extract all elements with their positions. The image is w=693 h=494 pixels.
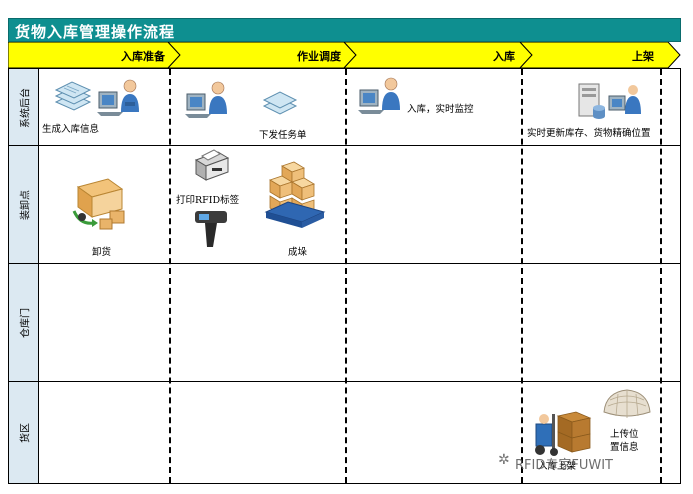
phase-chevron-4: [518, 41, 681, 69]
lane-divider: [9, 145, 680, 146]
forklift-icon: [535, 411, 592, 456]
lane-label-text: 系统后台: [20, 87, 31, 128]
phase-divider: [345, 69, 347, 483]
step-unload: 卸货: [92, 247, 112, 258]
operator-computer-icon: [97, 79, 139, 116]
task-sheet-icon: [262, 91, 298, 115]
lane-label-door: 仓库门: [9, 264, 39, 382]
watermark-text: RFID专家FUWIT: [515, 458, 613, 473]
phase-label-inbound: 入库: [493, 50, 515, 63]
phase-divider: [660, 69, 662, 483]
phase-label-prepare: 入库准备: [121, 50, 165, 63]
step-upload-position-line1: 上传位: [610, 429, 639, 440]
wechat-icon: ✲: [498, 452, 510, 468]
truck-unload-icon: [72, 178, 125, 230]
step-generate-info: 生成入库信息: [42, 124, 100, 135]
shelf-grid-icon: [603, 389, 651, 418]
phase-divider: [169, 69, 171, 483]
lane-label-text: 装卸点: [20, 190, 31, 220]
printer-icon: [194, 149, 230, 181]
lane-label-system: 系统后台: [9, 69, 39, 146]
phase-label-dispatch: 作业调度: [297, 50, 341, 63]
phase-bar: 入库准备 作业调度 入库 上架: [7, 41, 681, 69]
step-print-rfid: 打印RFID标签: [176, 195, 240, 206]
operator-computer-icon: [185, 81, 227, 118]
title-bar: 货物入库管理操作流程: [8, 18, 681, 42]
pallet-boxes-icon: [264, 161, 326, 228]
step-inbound-monitor: 入库，实时监控: [407, 104, 474, 115]
page-title: 货物入库管理操作流程: [15, 23, 176, 41]
step-dispatch-task: 下发任务单: [259, 130, 307, 141]
operator-computer-icon: [358, 77, 400, 114]
step-upload-position-line2: 置信息: [610, 442, 639, 453]
step-palletize: 成垛: [288, 247, 308, 258]
swimlane-grid: 系统后台 装卸点 仓库门 货区: [8, 68, 681, 484]
server-operator-icon: [578, 83, 641, 119]
step-update-inventory: 实时更新库存、货物精确位置: [527, 128, 651, 139]
phase-label-shelving: 上架: [632, 50, 654, 63]
lane-divider: [9, 263, 680, 264]
lane-label-text: 货区: [20, 422, 31, 443]
lane-label-text: 仓库门: [20, 308, 31, 338]
phase-chevrons: [7, 41, 681, 69]
lane-label-loading: 装卸点: [9, 146, 39, 264]
lane-divider: [9, 381, 680, 382]
documents-icon: [54, 81, 92, 111]
phase-divider: [521, 69, 523, 483]
step-shelving: 入库上架: [538, 461, 577, 472]
lane-label-area: 货区: [9, 382, 39, 483]
rfid-reader-icon: [195, 211, 227, 247]
